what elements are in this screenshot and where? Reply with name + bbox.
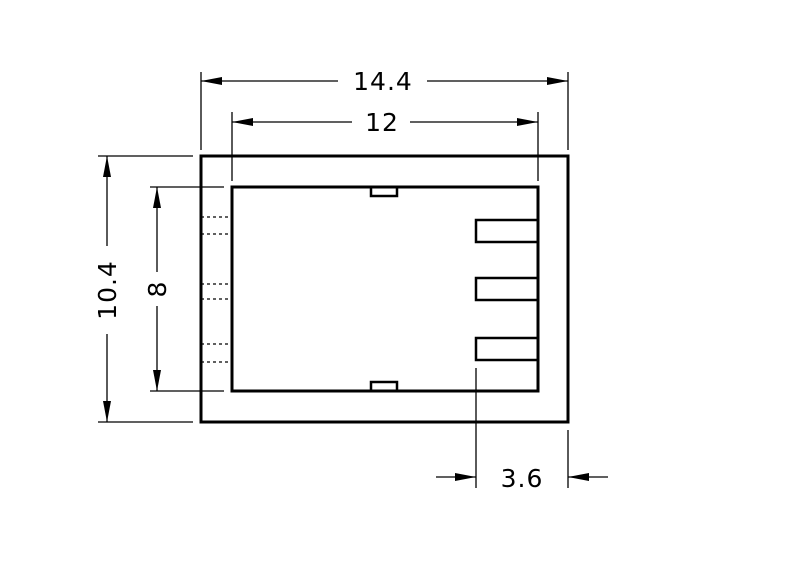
- dimension-inner-height-label: 8: [143, 281, 172, 298]
- dimension-inner-width: 12: [232, 108, 538, 137]
- contact-tab-3: [474, 336, 540, 362]
- dimension-tab-offset: 3.6: [436, 464, 608, 493]
- bottom-latch-notch: [369, 380, 399, 393]
- dimension-outer-height: 10.4: [93, 156, 122, 422]
- dimension-outer-height-label: 10.4: [93, 260, 122, 320]
- hidden-lines: [201, 216, 232, 363]
- dimension-outer-width: 14.4: [201, 67, 568, 96]
- outer-frame: [199, 154, 570, 424]
- extension-lines: [98, 72, 569, 488]
- dimension-tab-offset-label: 3.6: [501, 464, 544, 493]
- contact-tab-1: [474, 218, 540, 244]
- dimension-inner-width-label: 12: [365, 108, 399, 137]
- dimension-outer-width-label: 14.4: [353, 67, 413, 96]
- contact-tab-2: [474, 276, 540, 302]
- top-latch-notch: [369, 185, 399, 198]
- dimension-inner-height: 8: [143, 187, 172, 391]
